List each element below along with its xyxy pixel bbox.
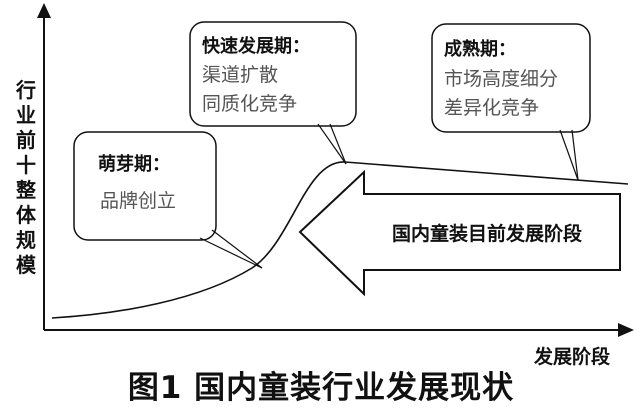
y-axis-label-char: 行 [16, 78, 36, 102]
stage-desc-sprout-1: 品牌创立 [100, 190, 176, 212]
callout-line-growth-2 [329, 123, 347, 165]
y-axis-label-char: 体 [16, 203, 36, 227]
callout-line-sprout-2 [211, 229, 263, 269]
stage-box-sprout [73, 131, 217, 241]
callout-line-growth-1 [317, 123, 347, 165]
growth-curve [51, 161, 629, 319]
stage-desc-growth-2: 同质化竞争 [202, 93, 297, 115]
figure-caption: 图1 国内童装行业发展现状 [127, 370, 515, 406]
stage-title-mature: 成熟期： [444, 38, 516, 60]
y-axis-arrowhead [37, 3, 51, 18]
current-stage-label: 国内童装目前发展阶段 [392, 222, 583, 245]
y-axis-label-char: 整 [16, 178, 36, 202]
stage-box-growth [189, 21, 357, 127]
y-axis-label-char: 业 [16, 103, 36, 127]
stage-desc-mature-1: 市场高度细分 [444, 68, 558, 90]
stage-title-growth: 快速发展期： [202, 35, 310, 57]
current-stage-arrow [298, 169, 621, 297]
stage-title-sprout: 萌芽期： [98, 153, 170, 175]
stage-box-mature [431, 23, 591, 133]
callout-line-mature-2 [571, 129, 579, 181]
x-axis-arrowhead [618, 323, 634, 337]
y-axis-label-char: 规 [16, 228, 36, 252]
callout-line-sprout-1 [199, 237, 263, 269]
callout-line-mature-1 [559, 129, 579, 181]
y-axis-label-char: 十 [16, 153, 36, 177]
stage-desc-mature-2: 差异化竞争 [444, 97, 539, 119]
x-axis-label: 发展阶段 [534, 346, 611, 368]
y-axis-label-char: 模 [16, 253, 36, 277]
y-axis-label-char: 前 [16, 128, 36, 152]
y-axis-label: 行业前十整体规模 [14, 78, 38, 278]
stage-desc-growth-1: 渠道扩散 [202, 64, 278, 86]
